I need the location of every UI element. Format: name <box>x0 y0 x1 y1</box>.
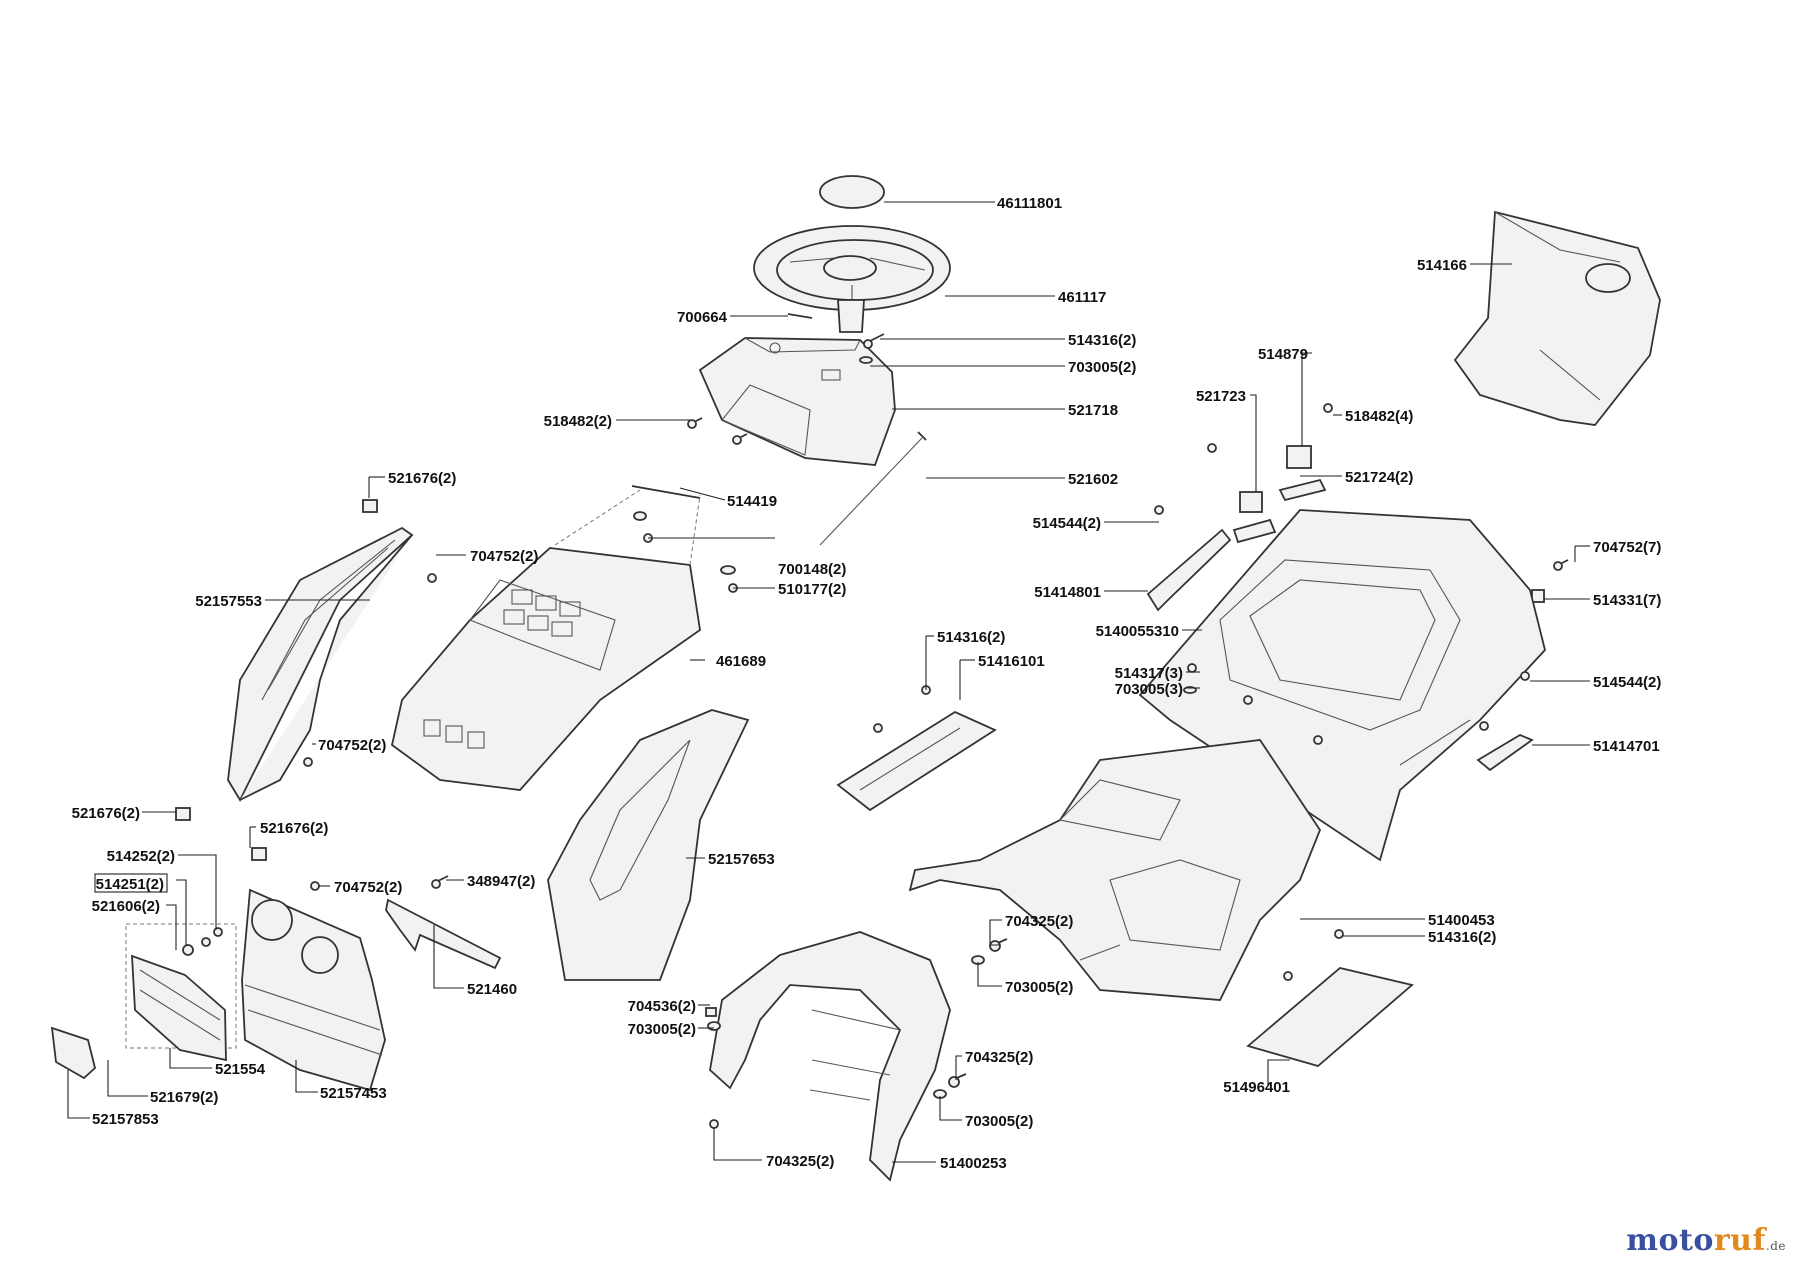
engine-hood <box>390 489 701 791</box>
label-51400253: 51400253 <box>940 1155 1007 1172</box>
label-52157553: 52157553 <box>195 593 262 610</box>
label-703005-e: 703005(2) <box>965 1113 1033 1130</box>
label-514419: 514419 <box>727 493 777 510</box>
label-518482-a: 518482(2) <box>544 413 612 430</box>
headlight-assembly <box>125 923 237 1062</box>
label-51416101: 51416101 <box>978 653 1045 670</box>
dashboard <box>698 337 896 466</box>
right-plate-screws <box>1283 929 1344 981</box>
label-521554: 521554 <box>215 1061 266 1078</box>
label-514251: 514251(2) <box>96 876 164 893</box>
seat <box>1453 210 1661 426</box>
label-704325-b: 704325(2) <box>965 1049 1033 1066</box>
label-510177: 510177(2) <box>778 581 846 598</box>
foot-plate-screws <box>873 663 1530 745</box>
leader-lines <box>67 201 1590 1163</box>
trim-strip <box>1146 528 1232 612</box>
label-514166: 514166 <box>1417 257 1467 274</box>
label-461117: 461117 <box>1058 289 1106 306</box>
label-51400453: 51400453 <box>1428 912 1495 929</box>
label-514316-c: 514316(2) <box>1428 929 1496 946</box>
label-703005-c: 703005(2) <box>1005 979 1073 996</box>
parts-artwork <box>50 175 1661 1182</box>
label-704536: 704536(2) <box>628 998 696 1015</box>
steering-wheel <box>753 225 951 333</box>
label-514317: 514317(3) <box>1115 665 1183 682</box>
switches <box>1232 445 1327 544</box>
footboard <box>908 739 1322 1001</box>
label-521460: 521460 <box>467 981 517 998</box>
dipstick <box>819 431 927 546</box>
label-51496401: 51496401 <box>1223 1079 1290 1096</box>
label-521718: 521718 <box>1068 402 1118 419</box>
logo-part-2: ruf <box>1713 1223 1766 1258</box>
label-51414801: 51414801 <box>1034 584 1101 601</box>
label-52157453: 52157453 <box>320 1085 387 1102</box>
label-514252: 514252(2) <box>107 848 175 865</box>
foot-plate-right <box>1246 967 1414 1067</box>
pin <box>787 313 813 319</box>
label-521679: 521679(2) <box>150 1089 218 1106</box>
label-703005-b: 703005(3) <box>1115 681 1183 698</box>
label-51414701: 51414701 <box>1593 738 1660 755</box>
left-side-panel <box>227 526 414 802</box>
label-521723: 521723 <box>1196 388 1246 405</box>
label-514544-b: 514544(2) <box>1593 674 1661 691</box>
right-top-screws <box>1154 403 1569 603</box>
label-703005-a: 703005(2) <box>1068 359 1136 376</box>
label-704752-d: 704752(7) <box>1593 539 1661 556</box>
label-521724: 521724(2) <box>1345 469 1413 486</box>
front-cap <box>50 1026 97 1080</box>
steering-cap <box>819 175 885 209</box>
label-514879: 514879 <box>1258 346 1308 363</box>
label-514316-b: 514316(2) <box>937 629 1005 646</box>
dashboard-screws <box>687 333 885 445</box>
clips <box>175 499 378 861</box>
logo-suffix: .de <box>1765 1239 1786 1253</box>
label-700148: 700148(2) <box>778 561 846 578</box>
front-grille-housing <box>241 888 386 1092</box>
label-52157653: 52157653 <box>708 851 775 868</box>
fender-plate <box>1476 733 1534 772</box>
foot-plate-left <box>836 710 997 812</box>
label-518482-b: 518482(4) <box>1345 408 1413 425</box>
label-704752-c: 704752(2) <box>334 879 402 896</box>
part-labels: 46111801 461117 700664 514316(2) 703005(… <box>72 195 1662 1172</box>
label-514331: 514331(7) <box>1593 592 1661 609</box>
front-frame <box>709 931 951 1182</box>
label-704752-b: 704752(2) <box>318 737 386 754</box>
label-521676-c: 521676(2) <box>260 820 328 837</box>
small-screws <box>303 757 449 891</box>
label-521676-a: 521676(2) <box>388 470 456 487</box>
label-704752-a: 704752(2) <box>470 548 538 565</box>
label-461689: 461689 <box>716 653 766 670</box>
label-521676-b: 521676(2) <box>72 805 140 822</box>
rod <box>631 485 701 499</box>
label-46111801: 46111801 <box>997 195 1062 212</box>
watermark-logo: motoruf.de <box>1626 1223 1786 1258</box>
bracket <box>385 898 502 970</box>
hood-fasteners <box>427 511 738 593</box>
label-704325-a: 704325(2) <box>1005 913 1073 930</box>
label-700664: 700664 <box>677 309 728 326</box>
label-52157853: 52157853 <box>92 1111 159 1128</box>
label-5140055310: 5140055310 <box>1096 623 1179 640</box>
label-348947: 348947(2) <box>467 873 535 890</box>
label-704325-c: 704325(2) <box>766 1153 834 1170</box>
right-side-panel <box>547 709 750 981</box>
logo-part-1: moto <box>1626 1223 1714 1258</box>
label-521602: 521602 <box>1068 471 1118 488</box>
label-703005-d: 703005(2) <box>628 1021 696 1038</box>
label-514544-a: 514544(2) <box>1033 515 1101 532</box>
label-514316-a: 514316(2) <box>1068 332 1136 349</box>
label-521606: 521606(2) <box>92 898 160 915</box>
